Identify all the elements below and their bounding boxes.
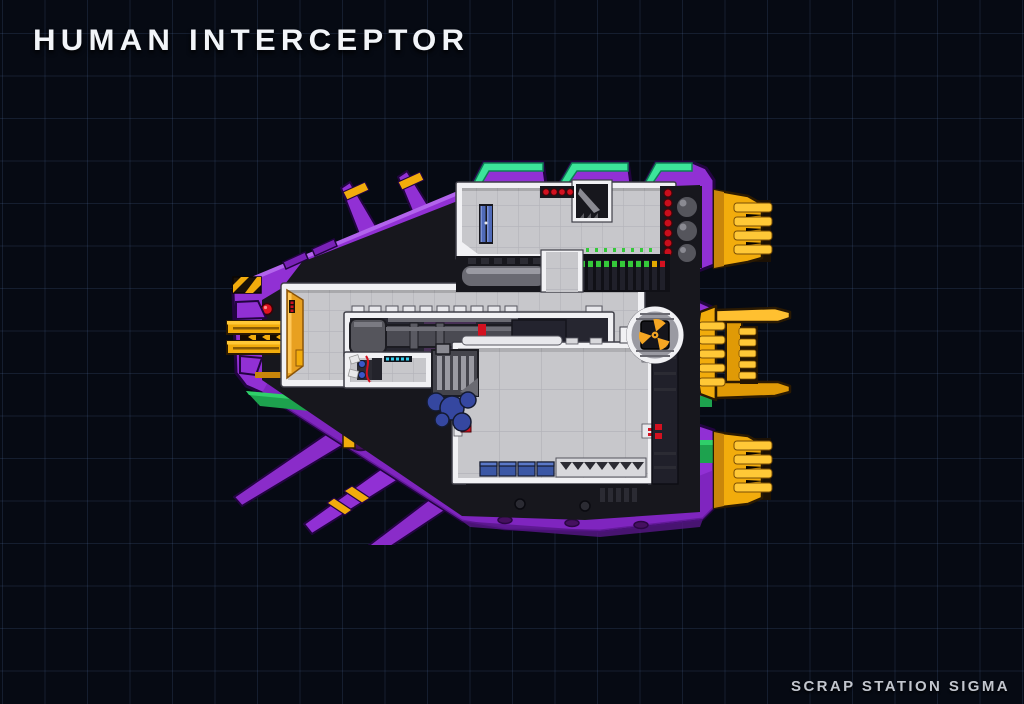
- top-pipe: [461, 335, 563, 346]
- ship-blueprint: [220, 135, 810, 560]
- cargo-room: [451, 335, 655, 485]
- station-label: SCRAP STATION SIGMA: [791, 678, 1010, 695]
- pilot-chair: [357, 358, 382, 380]
- blue-pods: [426, 391, 477, 432]
- connector-corridor: [540, 249, 584, 293]
- wall-rib-nubs: [351, 305, 603, 315]
- engine-middle: [695, 304, 792, 402]
- ship-name-title: HUMAN INTERCEPTOR: [33, 24, 470, 57]
- battery-leds: [580, 261, 665, 267]
- armor-column: [651, 343, 679, 485]
- tread-plate: [555, 457, 647, 478]
- ship-blueprint-svg: [226, 160, 792, 560]
- engines: [695, 188, 792, 510]
- cargo-spheres: [674, 186, 702, 268]
- reactor: [619, 306, 684, 364]
- red-indicator-column: [660, 186, 676, 257]
- nose-clamp: [226, 276, 285, 378]
- red-cable: [365, 355, 371, 383]
- clamp-prongs: [226, 320, 285, 355]
- teal-fin: [468, 162, 693, 194]
- radiator-grille: [426, 343, 479, 432]
- green-led-row: [586, 248, 652, 252]
- blue-crates: [479, 461, 555, 477]
- engine-bottom: [712, 430, 773, 510]
- stern-machinery: [466, 186, 702, 512]
- red-indicator-strip: [540, 186, 574, 198]
- crew-nook: [343, 351, 433, 389]
- battery-bank: [578, 254, 670, 292]
- armor-red-light: [655, 424, 662, 430]
- hazard-stripe-block: [232, 276, 262, 294]
- blue-locker: [479, 204, 493, 244]
- radiation-trefoil-icon: [638, 318, 670, 351]
- upper-room: [455, 179, 677, 261]
- machinery-alcove: [571, 179, 613, 223]
- engine-top: [712, 188, 773, 270]
